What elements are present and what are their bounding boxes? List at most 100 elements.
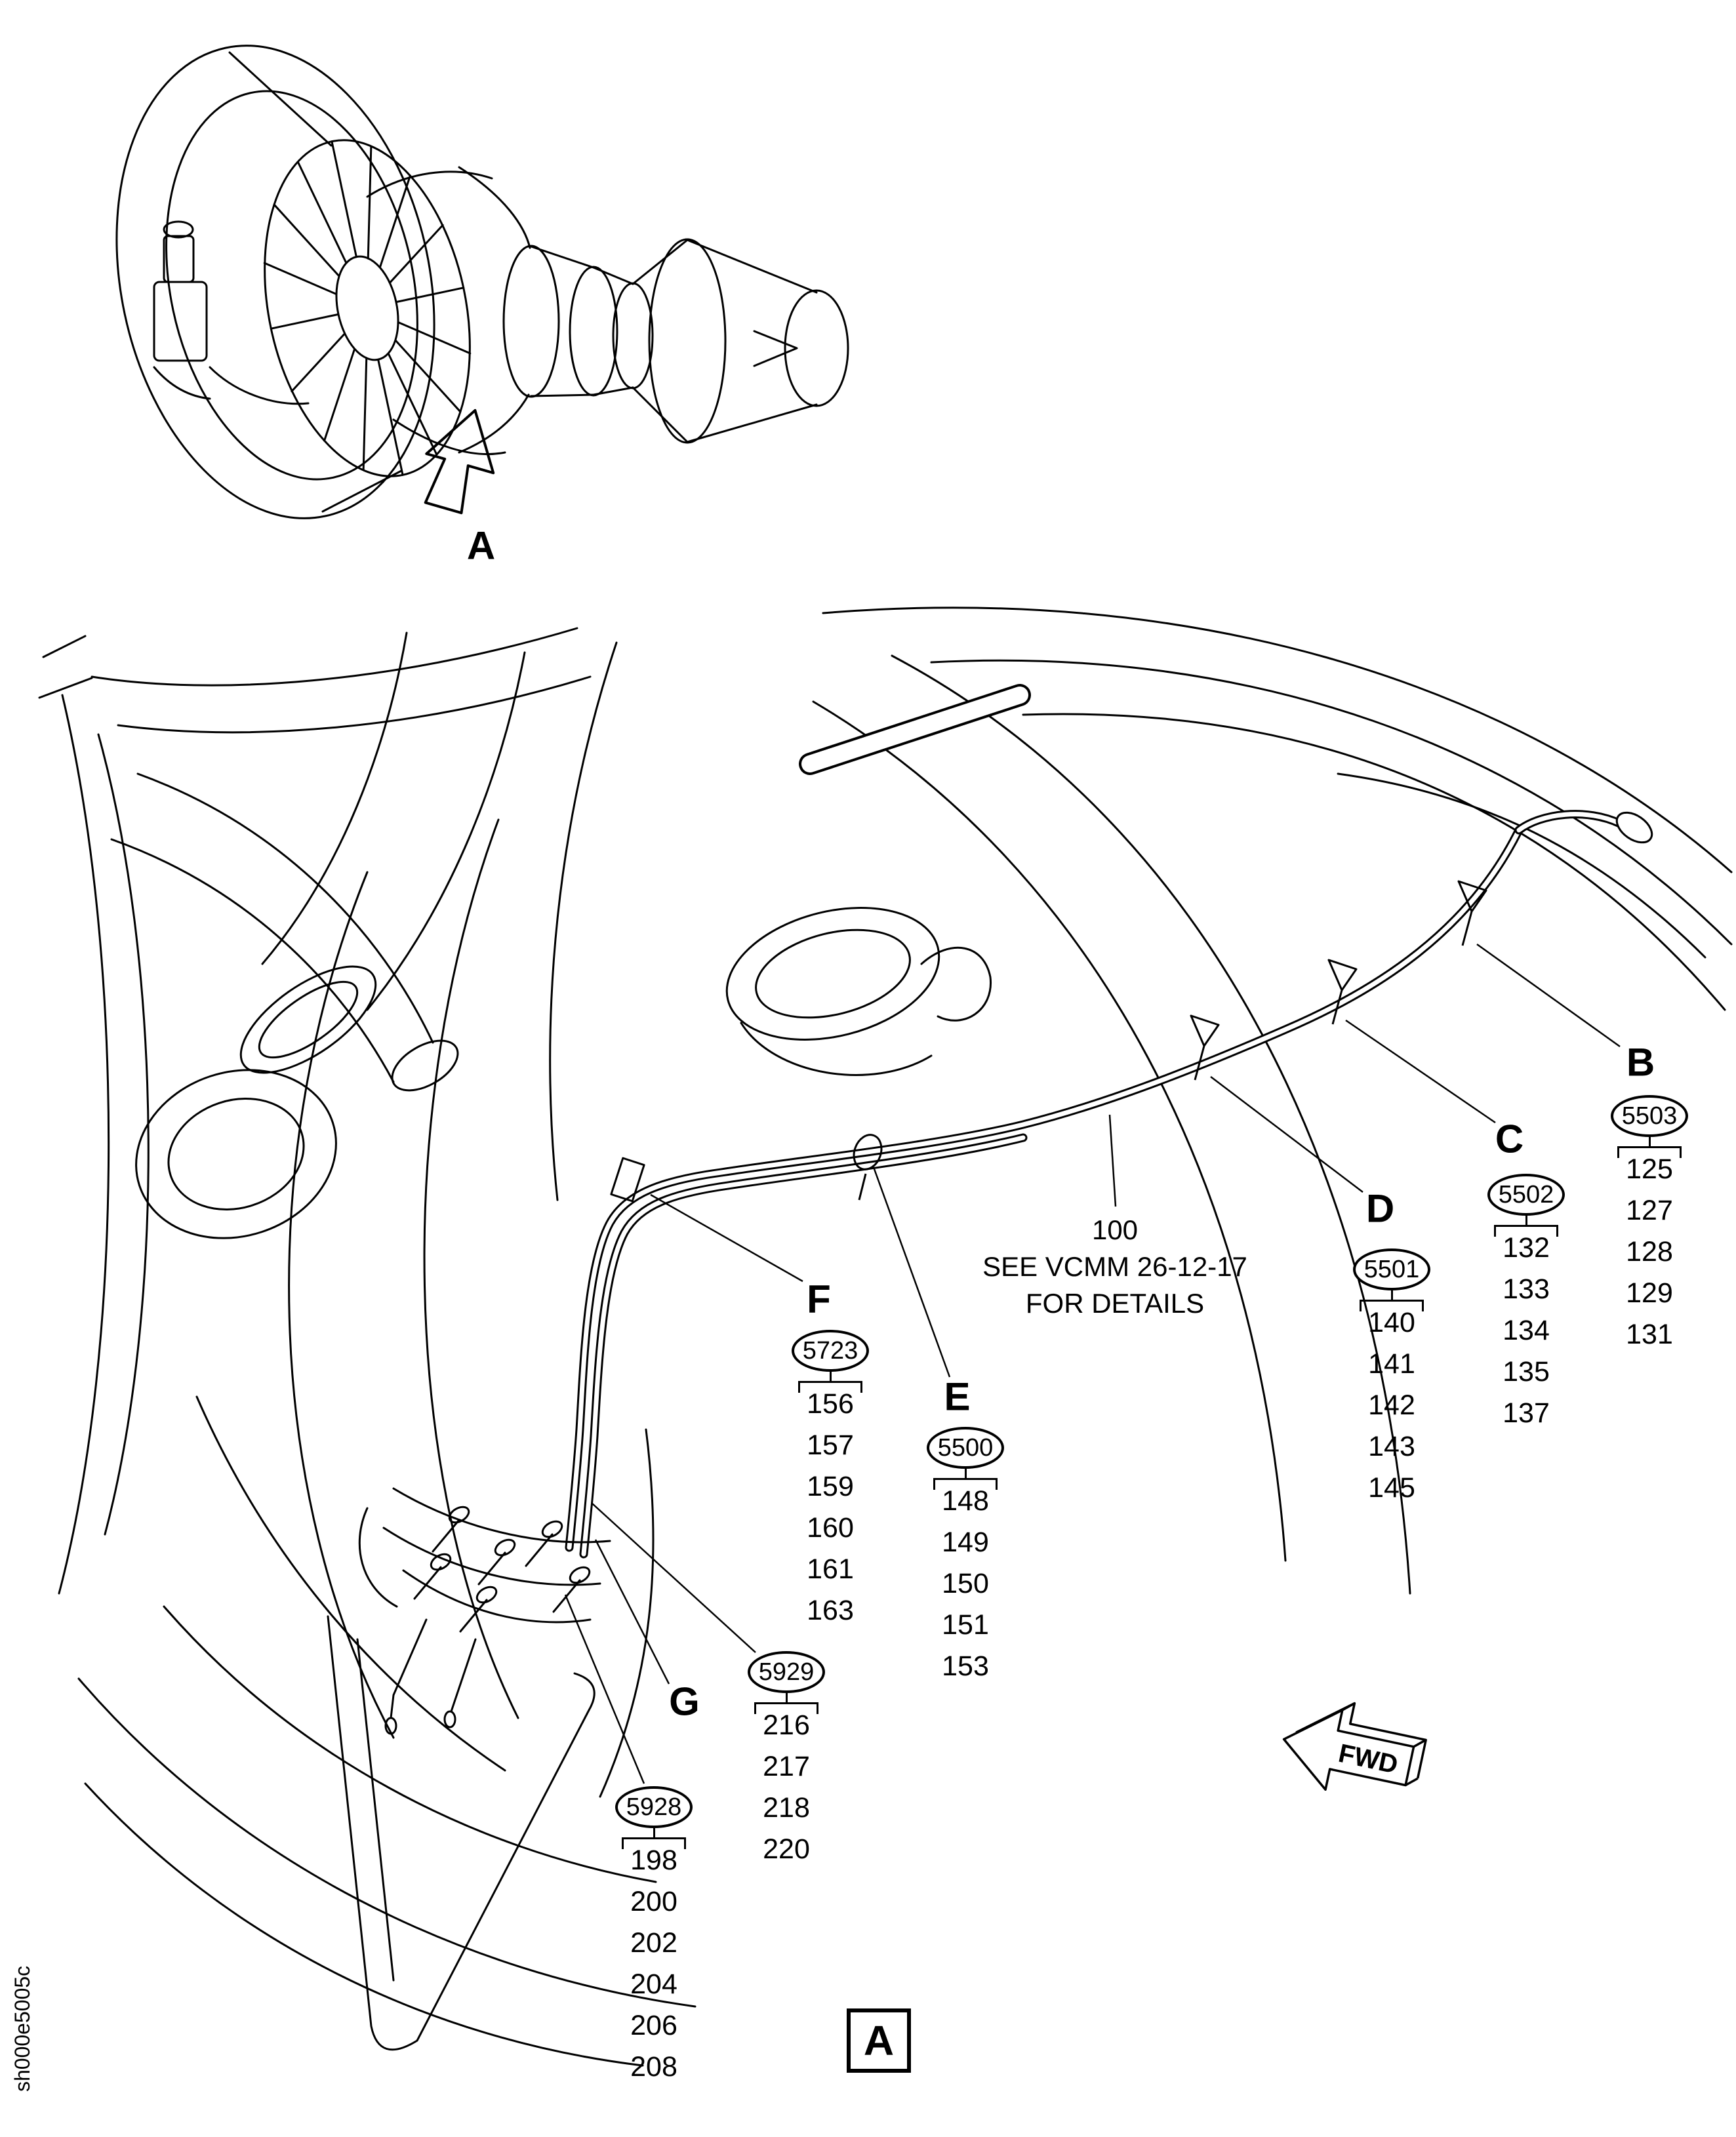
items-bracket <box>622 1837 686 1849</box>
leader-line-100 <box>1108 1114 1117 1207</box>
callout-letter-g: G <box>669 1679 700 1724</box>
items-bracket <box>754 1702 818 1714</box>
item-number: 148 <box>942 1485 989 1517</box>
item-number: 145 <box>1368 1472 1415 1504</box>
part-number-balloon: 5928 <box>615 1786 693 1828</box>
part-group-5501: 5501 140 141 142 143 145 <box>1353 1248 1430 1509</box>
item-number: 206 <box>630 2010 677 2041</box>
leader-line-b <box>1476 943 1621 1048</box>
item-number-list: 125 127 128 129 131 <box>1626 1149 1673 1355</box>
item-number: 200 <box>630 1886 677 1917</box>
items-bracket <box>1617 1146 1682 1158</box>
item-number: 208 <box>630 2051 677 2083</box>
part-number-balloon: 5500 <box>927 1427 1004 1469</box>
item-number: 216 <box>763 1709 810 1741</box>
part-group-5502: 5502 132 133 134 135 137 <box>1487 1174 1565 1434</box>
part-number-balloon: 5723 <box>792 1330 869 1372</box>
item-number: 163 <box>807 1595 854 1626</box>
callout-letter-f: F <box>807 1277 832 1321</box>
item-number: 141 <box>1368 1348 1415 1380</box>
part-group-5503: 5503 125 127 128 129 131 <box>1611 1095 1688 1355</box>
callout-letter-d: D <box>1365 1186 1396 1231</box>
item-number: 198 <box>630 1845 677 1876</box>
item-ref-100: 100 <box>1091 1214 1139 1245</box>
top-engine-sketch <box>115 45 849 519</box>
leader-line-e <box>872 1167 951 1378</box>
note-line-1: SEE VCMM 26-12-17 <box>982 1251 1247 1282</box>
item-number-list: 140 141 142 143 145 <box>1368 1302 1415 1509</box>
leader-lines <box>564 943 1621 1784</box>
detail-note: 100 SEE VCMM 26-12-17 FOR DETAILS <box>982 1212 1247 1322</box>
fwd-arrow: FWD <box>1282 1702 1427 1791</box>
item-number: 132 <box>1503 1232 1550 1264</box>
item-number: 217 <box>763 1751 810 1782</box>
clamp-icon <box>853 1134 883 1170</box>
balloon-stub <box>1390 1290 1393 1300</box>
item-number: 220 <box>763 1833 810 1865</box>
item-number: 125 <box>1626 1153 1673 1185</box>
tube-assembly <box>565 810 1653 1559</box>
view-identifier-label: A <box>863 2017 895 2064</box>
balloon-stub <box>653 1828 655 1837</box>
location-arrow-a <box>424 409 495 515</box>
part-group-5928: 5928 198 200 202 204 206 208 <box>615 1786 693 2088</box>
leader-line-d <box>1210 1076 1363 1193</box>
item-number-list: 148 149 150 151 153 <box>942 1481 989 1687</box>
items-bracket <box>1360 1300 1424 1311</box>
items-bracket <box>798 1381 862 1393</box>
item-number: 133 <box>1503 1273 1550 1305</box>
clamp-icon <box>1457 880 1487 946</box>
part-number-balloon: 5502 <box>1487 1174 1565 1216</box>
item-number: 160 <box>807 1512 854 1544</box>
item-number: 134 <box>1503 1315 1550 1346</box>
item-number: 143 <box>1368 1431 1415 1462</box>
item-number: 131 <box>1626 1319 1673 1350</box>
fitting-cluster <box>358 1487 611 1735</box>
balloon-stub <box>964 1469 967 1478</box>
item-number-list: 198 200 202 204 206 208 <box>630 1840 677 2088</box>
callout-letter-c: C <box>1495 1117 1525 1161</box>
item-number-list: 216 217 218 220 <box>763 1705 810 1870</box>
item-number: 137 <box>1503 1397 1550 1429</box>
item-number: 135 <box>1503 1356 1550 1388</box>
item-number-list: 132 133 134 135 137 <box>1503 1228 1550 1434</box>
leader-line-g <box>594 1539 670 1685</box>
callout-letter-e: E <box>944 1374 971 1419</box>
fan-disc <box>263 139 472 477</box>
item-number: 128 <box>1626 1236 1673 1268</box>
clamp-icons <box>610 880 1487 1203</box>
part-number-balloon: 5503 <box>1611 1095 1688 1137</box>
clamp-icon <box>1327 959 1358 1025</box>
part-group-5723: 5723 156 157 159 160 161 163 <box>792 1330 869 1631</box>
balloon-stub <box>829 1372 832 1381</box>
item-number: 129 <box>1626 1277 1673 1309</box>
item-number: 159 <box>807 1471 854 1502</box>
item-number: 149 <box>942 1527 989 1558</box>
sheet-code: sh000e5005c <box>10 1965 34 2092</box>
items-bracket <box>933 1478 998 1490</box>
items-bracket <box>1494 1225 1558 1237</box>
item-number: 140 <box>1368 1307 1415 1338</box>
bracket-fitting <box>610 1157 645 1203</box>
main-fan-case-drawing <box>38 607 1733 2067</box>
item-number: 142 <box>1368 1389 1415 1421</box>
item-number: 153 <box>942 1650 989 1682</box>
balloon-stub <box>1648 1137 1651 1146</box>
item-number: 151 <box>942 1609 989 1641</box>
leader-line-c <box>1345 1019 1496 1124</box>
clamp-icon <box>1190 1014 1220 1081</box>
balloon-stub <box>785 1693 788 1702</box>
part-number-balloon: 5929 <box>748 1651 825 1693</box>
part-number-balloon: 5501 <box>1353 1248 1430 1290</box>
item-number: 156 <box>807 1388 854 1420</box>
leader-line-5928 <box>564 1594 645 1784</box>
leader-line-f <box>650 1193 803 1283</box>
item-number: 218 <box>763 1792 810 1824</box>
item-number: 204 <box>630 1968 677 2000</box>
item-number-list: 156 157 159 160 161 163 <box>807 1384 854 1631</box>
item-number: 157 <box>807 1429 854 1461</box>
item-number: 150 <box>942 1568 989 1599</box>
part-group-5929: 5929 216 217 218 220 <box>748 1651 825 1870</box>
